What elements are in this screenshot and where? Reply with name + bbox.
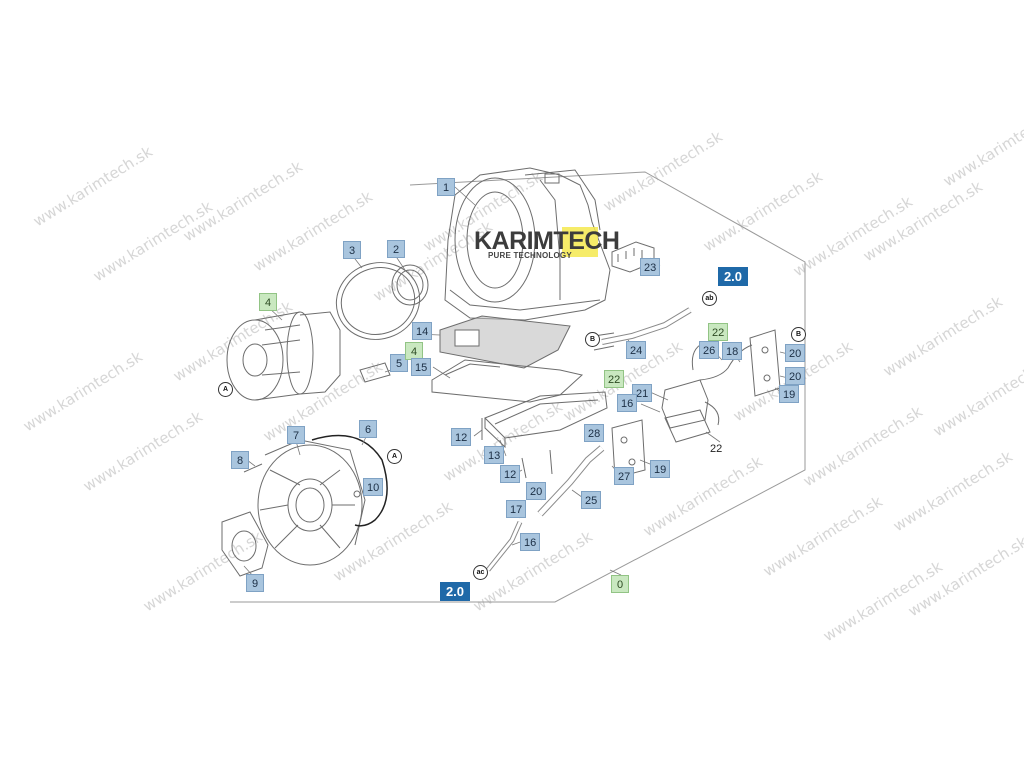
section-tag[interactable]: 2.0 xyxy=(718,267,748,286)
hose-drawing xyxy=(601,307,692,345)
connector-marker-ab: ab xyxy=(702,291,717,306)
seal-ring-drawing xyxy=(391,264,429,306)
part-label[interactable]: 20 xyxy=(785,367,806,385)
part-label[interactable]: 4 xyxy=(259,293,277,311)
part-label[interactable]: 14 xyxy=(412,322,433,340)
part-label[interactable]: 0 xyxy=(611,575,629,593)
fan-housing-drawing xyxy=(257,439,366,566)
part-label[interactable]: 22 xyxy=(710,443,723,455)
part-label[interactable]: 24 xyxy=(626,341,647,359)
section-tag[interactable]: 2.0 xyxy=(440,582,470,601)
gasket-plate-drawing xyxy=(439,315,571,369)
logo-highlight xyxy=(562,227,598,257)
part-label[interactable]: 15 xyxy=(411,358,432,376)
part-label[interactable]: 3 xyxy=(343,241,361,259)
gasket-ring-drawing xyxy=(335,262,421,340)
nozzle-flange-drawing xyxy=(221,511,269,577)
part-label[interactable]: 20 xyxy=(526,482,547,500)
carbon-brush-drawing xyxy=(359,362,391,383)
part-label[interactable]: 10 xyxy=(363,478,384,496)
connector-marker-b: B xyxy=(791,327,806,342)
part-label[interactable]: 23 xyxy=(640,258,661,276)
part-label[interactable]: 8 xyxy=(231,451,249,469)
logo-name: KARIMTECH xyxy=(474,227,620,255)
assembly-outline xyxy=(230,171,806,603)
part-label[interactable]: 16 xyxy=(617,394,638,412)
part-label[interactable]: 19 xyxy=(779,385,800,403)
brand-logo: KARIMTECH PURE TECHNOLOGY xyxy=(474,227,624,263)
connector-marker-b: B xyxy=(585,332,600,347)
screw-drawing xyxy=(243,463,263,473)
part-label[interactable]: 7 xyxy=(287,426,305,444)
part-label[interactable]: 21 xyxy=(632,384,653,402)
part-label[interactable]: 5 xyxy=(390,354,408,372)
part-label[interactable]: 22 xyxy=(604,370,625,388)
logo-tagline: PURE TECHNOLOGY xyxy=(488,251,572,260)
part-label[interactable]: 19 xyxy=(650,460,671,478)
part-label[interactable]: 22 xyxy=(708,323,729,341)
part-label[interactable]: 18 xyxy=(722,342,743,360)
part-label[interactable]: 12 xyxy=(451,428,472,446)
o-ring-drawing xyxy=(311,434,388,527)
part-label[interactable]: 16 xyxy=(520,533,541,551)
part-label[interactable]: 26 xyxy=(699,341,720,359)
part-label[interactable]: 28 xyxy=(584,424,605,442)
part-label[interactable]: 1 xyxy=(437,178,455,196)
part-label[interactable]: 17 xyxy=(506,500,527,518)
part-label[interactable]: 13 xyxy=(484,446,505,464)
motor-drawing xyxy=(226,311,341,401)
connector-marker-ac: ac xyxy=(473,565,488,580)
part-label[interactable]: 9 xyxy=(246,574,264,592)
part-label[interactable]: 20 xyxy=(785,344,806,362)
mounting-bracket-drawing xyxy=(611,419,646,479)
connector-marker-a: A xyxy=(387,449,402,464)
mounting-bracket-drawing xyxy=(749,329,781,397)
part-label[interactable]: 27 xyxy=(614,467,635,485)
part-label[interactable]: 2 xyxy=(387,240,405,258)
frame-drawing xyxy=(431,359,584,403)
motor-housing-drawing xyxy=(444,167,611,321)
part-label[interactable]: 25 xyxy=(581,491,602,509)
part-label[interactable]: 12 xyxy=(500,465,521,483)
connector-marker-a: A xyxy=(218,382,233,397)
part-label[interactable]: 6 xyxy=(359,420,377,438)
